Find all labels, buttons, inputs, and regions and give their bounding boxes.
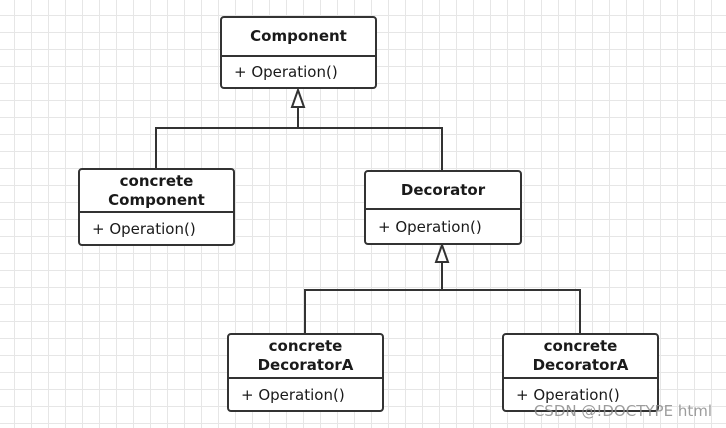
class-name-line2: DecoratorA bbox=[257, 356, 354, 374]
class-name: concrete Component bbox=[80, 170, 233, 213]
class-name-line2: DecoratorA bbox=[532, 356, 629, 374]
class-decorator[interactable]: Decorator + Operation() bbox=[364, 170, 522, 245]
class-method: + Operation() bbox=[92, 219, 196, 238]
class-method: + Operation() bbox=[516, 385, 620, 404]
class-name-line2: Component bbox=[108, 190, 205, 209]
connector-decorator-to-component bbox=[298, 127, 443, 171]
class-name: Component bbox=[222, 18, 375, 57]
inheritance-arrow-decorator bbox=[434, 241, 450, 263]
class-concrete-component[interactable]: concrete Component + Operation() bbox=[78, 168, 235, 246]
connector-concrete-component bbox=[155, 127, 298, 169]
class-name-line1: concrete bbox=[543, 337, 618, 355]
watermark: CSDN @!DOCTYPE html bbox=[533, 402, 712, 420]
class-concrete-decorator-b[interactable]: concrete DecoratorA + Operation() bbox=[502, 333, 659, 412]
class-name: Decorator bbox=[366, 172, 520, 210]
connector-concrete-decorator-b bbox=[442, 289, 581, 334]
class-name-line1: concrete bbox=[119, 171, 194, 190]
class-name: concrete DecoratorA bbox=[229, 335, 382, 379]
class-component[interactable]: Component + Operation() bbox=[220, 16, 377, 89]
connector-concrete-decorator-a bbox=[304, 289, 442, 334]
class-name: concrete DecoratorA bbox=[504, 335, 657, 379]
class-name-text: Component bbox=[250, 27, 347, 45]
class-name-line1: concrete bbox=[268, 337, 343, 355]
class-method: + Operation() bbox=[241, 385, 345, 404]
class-method: + Operation() bbox=[378, 217, 482, 236]
inheritance-arrow-component bbox=[290, 86, 306, 108]
class-method: + Operation() bbox=[234, 63, 338, 81]
class-concrete-decorator-a[interactable]: concrete DecoratorA + Operation() bbox=[227, 333, 384, 412]
class-name-text: Decorator bbox=[400, 180, 486, 199]
